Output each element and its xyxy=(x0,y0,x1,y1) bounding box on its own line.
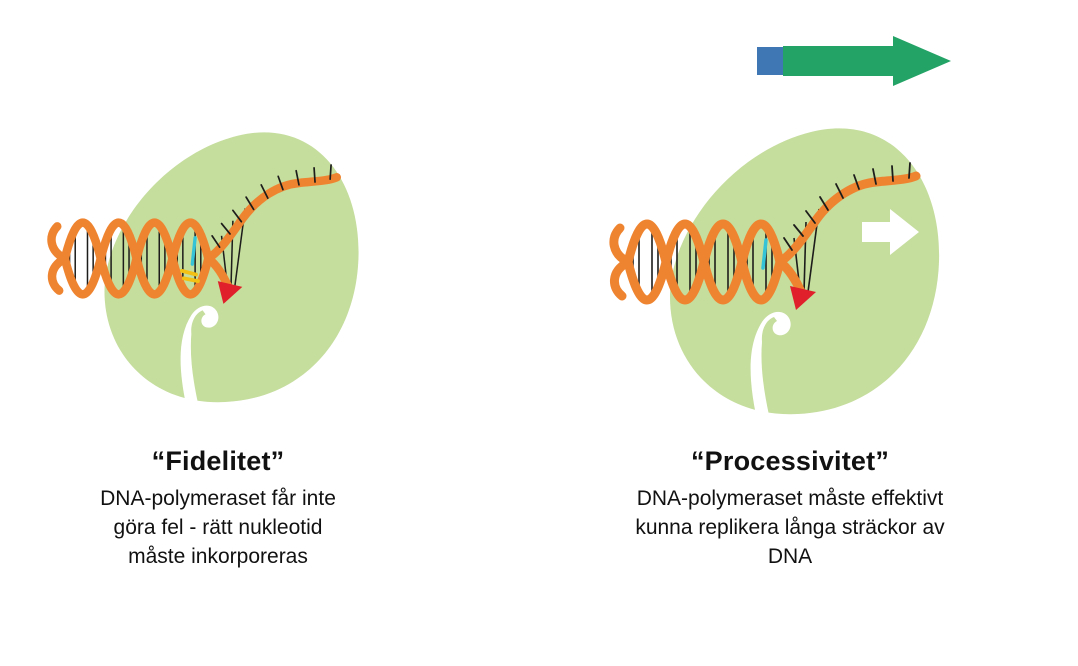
caption-line: kunna replikera långa sträckor av xyxy=(635,516,945,539)
processivity-illustration xyxy=(606,92,966,432)
fidelity-illustration xyxy=(44,98,384,419)
figure-title: “Processivitet” xyxy=(690,446,890,476)
arrow-shaft xyxy=(783,46,895,76)
caption-line: DNA-polymeraset måste effektivt xyxy=(636,487,944,510)
green-arrow-icon xyxy=(757,36,951,86)
caption-line: göra fel - rätt nukleotid xyxy=(113,516,323,539)
figure-title: “Fidelitet” xyxy=(151,446,285,476)
white-arrow-icon xyxy=(862,209,919,255)
caption-line: DNA-polymeraset får inte xyxy=(100,487,336,510)
caption-line: måste inkorporeras xyxy=(128,545,308,568)
caption-line: DNA xyxy=(767,545,813,568)
fidelity-caption: “Fidelitet” DNA-polymeraset får inte gör… xyxy=(28,446,408,571)
correct-nucleotide-marker xyxy=(180,268,200,284)
arrow-head xyxy=(893,36,951,86)
processivity-caption: “Processivitet” DNA-polymeraset måste ef… xyxy=(588,446,992,571)
